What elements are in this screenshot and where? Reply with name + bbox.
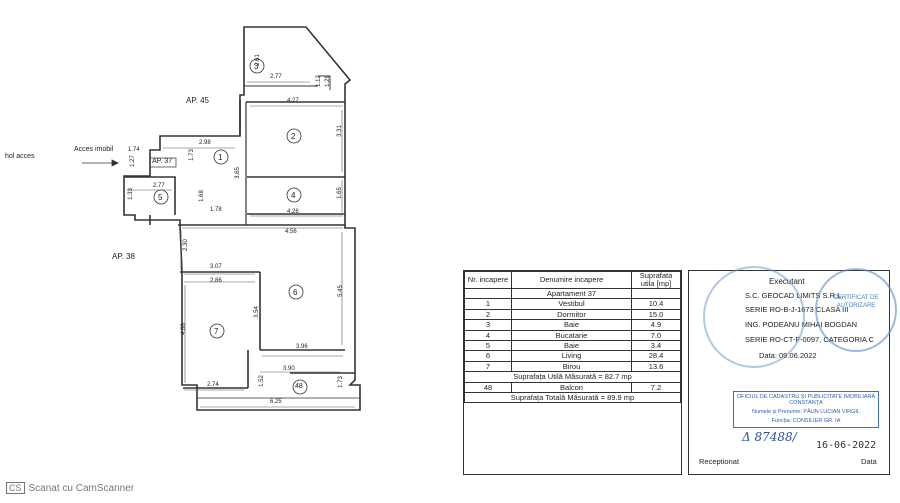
room-number: 48	[295, 383, 303, 390]
handwritten-date: 16-06-2022	[816, 440, 877, 451]
header-nr: Nr. incapere	[464, 271, 512, 289]
room-number: 1	[218, 153, 223, 162]
hol-acces-label: hol acces	[5, 153, 35, 160]
camscanner-text: Scanat cu CamScanner	[28, 483, 135, 494]
dimension-label: 2.74	[207, 382, 219, 388]
room-number: 2	[291, 132, 296, 141]
certificate-stamp-text: CERTIFICAT DE AUTORIZARE	[833, 295, 879, 309]
dimension-label: 1.78	[210, 207, 222, 213]
area-table: Nr. incapere Denumire incapere Suprafata…	[463, 270, 682, 475]
dimension-label: 3.54	[253, 306, 260, 318]
ap38-label: AP. 38	[112, 252, 135, 261]
dimension-label: 3.07	[210, 264, 222, 270]
dimension-label: 5.45	[337, 285, 344, 297]
camscanner-logo: CS	[6, 482, 25, 494]
dimension-label: 3.90	[283, 366, 295, 372]
total-area: Suprafața Totală Măsurată = 89.9 mp	[464, 392, 681, 404]
dimension-label: 4.27	[287, 98, 299, 104]
apartment-label: Apartament 37	[511, 287, 632, 300]
dimension-label: 2.61	[254, 54, 261, 66]
dimension-label: 2.77	[270, 74, 282, 80]
room-number: 6	[293, 288, 298, 297]
ap37-label: AP. 37	[152, 158, 173, 165]
floor-plan	[82, 26, 361, 411]
dimension-label: 3.65	[234, 167, 241, 179]
stamp-line: OFICIUL DE CADASTRU ȘI PUBLICITATE IMOBI…	[736, 394, 876, 406]
dimension-label: 1.52	[258, 375, 265, 387]
executant-date: Data: 09.06.2022	[759, 351, 817, 360]
dimension-label: 1.12	[315, 75, 322, 87]
room-number: 3	[254, 62, 259, 71]
receptionat-label: Receptionat	[699, 457, 740, 466]
dimension-label: 1.33	[127, 188, 134, 200]
dimension-label: 2.86	[210, 278, 222, 284]
dimension-label: 1.27	[129, 155, 136, 167]
dimension-label: 1.73	[188, 149, 195, 161]
dimension-label: 1.73	[337, 376, 344, 388]
dimension-label: 4.26	[287, 209, 299, 215]
dimension-label: 1.74	[128, 147, 140, 153]
dimension-label: 2.30	[182, 239, 189, 251]
dimension-label: 3.31	[336, 125, 343, 137]
header-area: Suprafata utila [mp]	[631, 271, 681, 289]
round-stamp	[703, 266, 805, 368]
util-total: Suprafața Utilă Măsurată = 82.7 mp	[464, 371, 681, 383]
data-label: Data	[861, 457, 877, 466]
header-name: Denumire incapere	[511, 271, 632, 289]
dimension-label: 2.77	[153, 183, 165, 189]
dimension-label: 4.88	[180, 323, 187, 335]
acces-imobil-label: Acces imobil	[74, 146, 114, 153]
executant-serie2: SERIE RO-CT-F-0097, CATEGORIA C	[745, 335, 875, 344]
dimension-label: 6.25	[270, 399, 282, 405]
dimension-label: 4.56	[285, 229, 297, 235]
stamp-line: Numele și Prenume: PĂUN LUCIAN VIRGIL	[752, 409, 860, 415]
stamp-line: Funcția: CONSILIER GR. IA	[771, 418, 841, 424]
dimension-label: 1.28	[324, 75, 331, 87]
ap45-label: AP. 45	[186, 96, 209, 105]
dimension-label: 2.98	[199, 140, 211, 146]
dimension-label: 3.96	[296, 344, 308, 350]
dimension-label: 1.65	[336, 187, 343, 199]
certificate-stamp: CERTIFICAT DE AUTORIZARE	[815, 268, 897, 352]
handwritten-number: Δ 87488/	[742, 430, 797, 444]
dimension-label: 1.68	[198, 190, 205, 202]
ocpi-stamp: OFICIUL DE CADASTRU ȘI PUBLICITATE IMOBI…	[733, 391, 879, 428]
room-number: 4	[291, 191, 296, 200]
room-number: 7	[214, 327, 219, 336]
room-number: 5	[158, 193, 163, 202]
